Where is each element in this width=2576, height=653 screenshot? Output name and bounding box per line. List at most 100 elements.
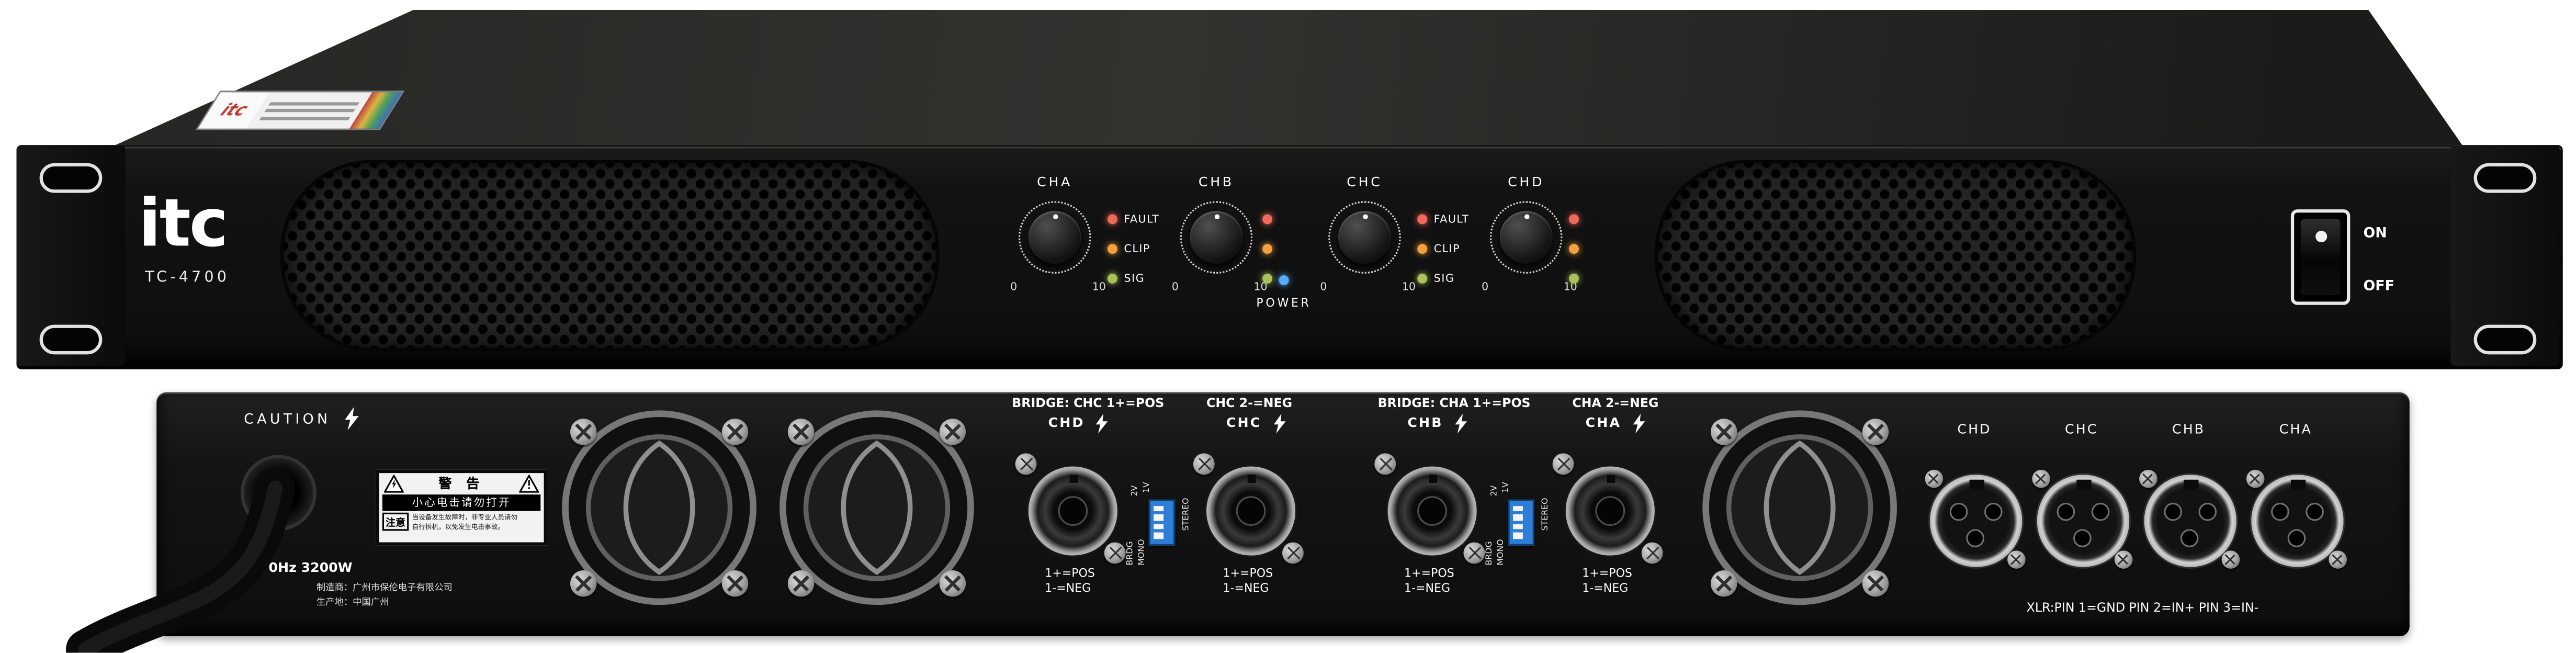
bridge-note-1-left: BRIDGE: CHC 1+=POS [1012, 396, 1165, 411]
rack-screw-slot [2473, 163, 2537, 193]
speakon-connector-chb [1386, 465, 1478, 557]
rack-screw-slot [39, 324, 103, 355]
clip-led [1108, 244, 1117, 254]
speakon-pinout-chb: 1+=POS 1-=NEG [1404, 567, 1454, 597]
xlr-latch [2075, 479, 2091, 490]
power-rating-text: 0Hz 3200W [268, 560, 353, 576]
dip-toggle[interactable] [1154, 505, 1164, 511]
switch-on-label: ON [2363, 226, 2387, 243]
led-column-chb [1262, 205, 1273, 294]
speakon-label-chb: CHB [1407, 415, 1443, 431]
dip-switch-chb-cha[interactable] [1508, 499, 1534, 546]
dip-toggle[interactable] [1154, 532, 1164, 538]
led-label: CLIP [1124, 242, 1150, 256]
led-column-chc: FAULT CLIP SIG [1417, 205, 1469, 294]
neg-line: 1-=NEG [1404, 582, 1451, 595]
warning-sticker: 警 告 小心电击请勿打开 注意 当设备发生故障时，非专业人员请勿 自行拆机，以免… [376, 469, 547, 546]
screw-icon [1862, 419, 1889, 445]
dip-toggle[interactable] [1512, 532, 1523, 538]
speakon-core [1058, 496, 1088, 526]
speakon-label-cha: CHA [1585, 415, 1622, 431]
rocker-marker [2314, 231, 2326, 243]
clip-led [1417, 244, 1428, 254]
screw-icon [2246, 469, 2265, 488]
screw-icon [939, 419, 966, 445]
vent-grille-right [1654, 160, 2136, 352]
caution-label: CAUTION [244, 412, 331, 429]
warning-note-row: 注意 当设备发生故障时，非专业人员请勿 自行拆机，以免发生电击事故。 [382, 512, 540, 531]
gain-knob-chc[interactable] [1328, 201, 1401, 274]
led-row [1262, 264, 1273, 294]
pos-line: 1+=POS [1223, 567, 1273, 580]
bridge-note-2-right: CHA 2-=NEG [1572, 396, 1659, 411]
lightning-bolt-icon [1455, 413, 1467, 434]
gain-knob-cha[interactable] [1018, 201, 1091, 274]
lightning-bolt-icon [1273, 413, 1286, 434]
speakon-key [1428, 475, 1437, 483]
led-row [1569, 205, 1579, 234]
neg-line: 1-=NEG [1045, 582, 1091, 595]
led-row: SIG [1417, 264, 1469, 294]
led-row [1262, 205, 1273, 234]
signal-led [1569, 273, 1579, 284]
lightning-bolt-icon [345, 407, 359, 431]
power-label: POWER [1256, 297, 1312, 310]
speakon-connector-chd [1026, 465, 1120, 557]
manufacturer-line2: 生产地：中国广州 [316, 598, 389, 609]
neg-line: 1-=NEG [1582, 582, 1629, 595]
dip-toggle[interactable] [1512, 505, 1523, 511]
channel-b-controls: CHB 0 10 [1172, 174, 1268, 300]
screw-icon [1193, 453, 1215, 475]
fault-led [1569, 214, 1579, 224]
dip-toggle[interactable] [1154, 523, 1164, 530]
xlr-label-chb: CHB [2172, 422, 2206, 437]
lightning-bolt-icon [1633, 413, 1645, 434]
dip-toggle[interactable] [1512, 514, 1523, 520]
screw-icon [2032, 469, 2050, 488]
xlr-connector-chb [2142, 473, 2239, 569]
scale-max: 10 [1092, 280, 1106, 294]
xlr-pin [2091, 502, 2110, 521]
xlr-label-chd: CHD [1957, 422, 1992, 437]
xlr-connector-chc [2035, 473, 2131, 569]
xlr-pin [2271, 502, 2289, 521]
model-number: TC-4700 [145, 270, 230, 287]
screw-icon [721, 419, 749, 445]
led-row [1569, 264, 1579, 294]
xlr-pin [2164, 502, 2182, 521]
fan-grille [779, 410, 974, 605]
xlr-pin [1966, 529, 1984, 547]
pos-line: 1+=POS [1045, 567, 1095, 580]
scale-min: 0 [1320, 280, 1327, 294]
bridge-note-2-left: BRIDGE: CHA 1+=POS [1377, 396, 1531, 411]
warning-note-label: 注意 [382, 512, 409, 531]
clip-led [1262, 244, 1273, 254]
warning-note-line: 当设备发生故障时，非专业人员请勿 [412, 512, 518, 521]
screw-icon [1711, 570, 1737, 597]
xlr-pin [2073, 529, 2092, 547]
led-column-cha: FAULT CLIP SIG [1108, 205, 1159, 294]
gain-knob-chd[interactable] [1489, 201, 1563, 274]
channel-label: CHB [1198, 174, 1234, 190]
led-label: FAULT [1433, 212, 1470, 226]
neg-line: 1-=NEG [1223, 582, 1269, 595]
xlr-pin [2306, 502, 2324, 521]
gain-knob-chb[interactable] [1180, 201, 1253, 274]
screw-icon [2139, 469, 2157, 488]
dip-switch-chd-chc[interactable] [1148, 499, 1176, 546]
led-row: FAULT [1417, 205, 1469, 234]
dip-toggle[interactable] [1512, 523, 1523, 530]
scale-min: 0 [1010, 280, 1018, 294]
warning-shock-text: 小心电击请勿打开 [382, 494, 541, 511]
dip-toggle[interactable] [1154, 514, 1164, 520]
speakon-label-chd: CHD [1048, 415, 1085, 431]
fault-led [1108, 214, 1117, 224]
led-row: CLIP [1417, 234, 1469, 264]
pos-line: 1+=POS [1404, 567, 1454, 580]
xlr-pin [1949, 502, 1968, 521]
screw-icon [1282, 542, 1304, 564]
xlr-latch [1969, 479, 1984, 490]
power-led [1279, 275, 1289, 286]
screw-icon [1374, 453, 1396, 475]
power-switch[interactable] [2290, 209, 2351, 305]
